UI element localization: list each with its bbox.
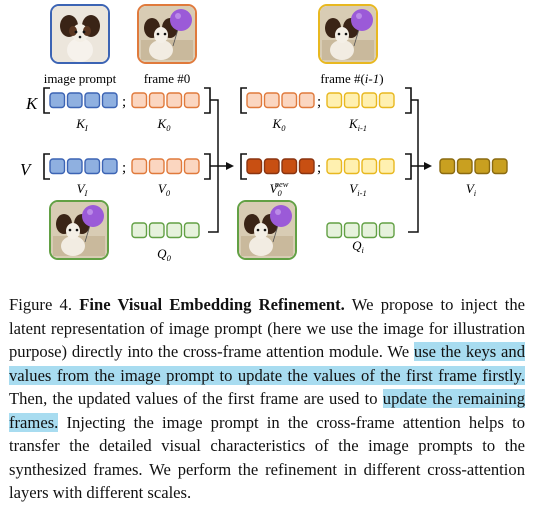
token-groups xyxy=(49,92,508,239)
caption-text-1: We propose to inject the latent represen… xyxy=(9,295,525,361)
label-v-i: VI xyxy=(77,181,89,198)
label-q-0: Q0 xyxy=(157,246,171,263)
tokens-v-frame-i xyxy=(326,158,395,175)
figure-title: Fine Visual Embedding Refinement. xyxy=(79,295,345,314)
semicolon-v-left: ; xyxy=(122,160,126,176)
label-k-i: KI xyxy=(75,116,89,133)
frame-i-label: frame #(i-1) xyxy=(320,71,383,86)
tokens-q-frame-i xyxy=(326,222,395,239)
tokens-k-image xyxy=(49,92,118,109)
tokens-q-frame0 xyxy=(131,222,200,239)
label-v-i: Vi xyxy=(466,181,477,198)
frame0-thumbnail xyxy=(137,4,197,64)
frame0-label: frame #0 xyxy=(144,71,191,86)
caption-text-3: Injecting the image prompt in the cross-… xyxy=(9,412,525,503)
connector-lines xyxy=(208,99,424,233)
tokens-v-image xyxy=(49,158,118,175)
label-k-0: K0 xyxy=(157,116,172,133)
bracket-k-right-close xyxy=(405,87,412,114)
refinement-diagram: image prompt frame #0 frame #(i-1) K V ;… xyxy=(20,4,508,263)
bracket-v-left-open xyxy=(43,153,50,180)
tokens-v-output xyxy=(439,158,508,175)
tokens-k-frame0 xyxy=(131,92,200,109)
figure-caption: Figure 4. Fine Visual Embedding Refineme… xyxy=(9,293,525,505)
label-v-0new: V0new xyxy=(270,179,289,198)
row-label-v: V xyxy=(20,160,33,179)
tokens-k-frame0-right xyxy=(246,92,315,109)
label-v-0: V0 xyxy=(158,181,171,198)
tokens-v-frame0-new xyxy=(246,158,315,175)
bracket-v-right-open xyxy=(240,153,247,180)
bracket-v-right-close xyxy=(405,153,412,180)
frame-i-thumbnail xyxy=(318,4,378,64)
semicolon-k-left: ; xyxy=(122,94,126,110)
image-prompt-thumbnail xyxy=(50,4,110,64)
label-q-i: Qi xyxy=(352,238,364,255)
bracket-k-left-open xyxy=(43,87,50,114)
semicolon-k-right: ; xyxy=(317,94,321,110)
label-k-0b: K0 xyxy=(272,116,287,133)
query-frame0-thumbnail xyxy=(49,200,109,260)
label-v-i1: Vi-1 xyxy=(349,181,366,198)
tokens-k-frame-i xyxy=(326,92,395,109)
query-frame-i-thumbnail xyxy=(237,200,297,260)
figure-number: Figure 4. xyxy=(9,295,73,314)
label-k-i1: Ki-1 xyxy=(348,116,367,133)
row-label-k: K xyxy=(25,94,39,113)
image-prompt-label: image prompt xyxy=(44,71,117,86)
caption-text-2: Then, the updated values of the first fr… xyxy=(9,389,383,408)
semicolon-v-right: ; xyxy=(317,160,321,176)
bracket-k-left-close xyxy=(204,87,211,114)
bracket-k-right-open xyxy=(240,87,247,114)
tokens-v-frame0 xyxy=(131,158,200,175)
bracket-v-left-close xyxy=(204,153,211,180)
arrowheads xyxy=(226,162,432,170)
